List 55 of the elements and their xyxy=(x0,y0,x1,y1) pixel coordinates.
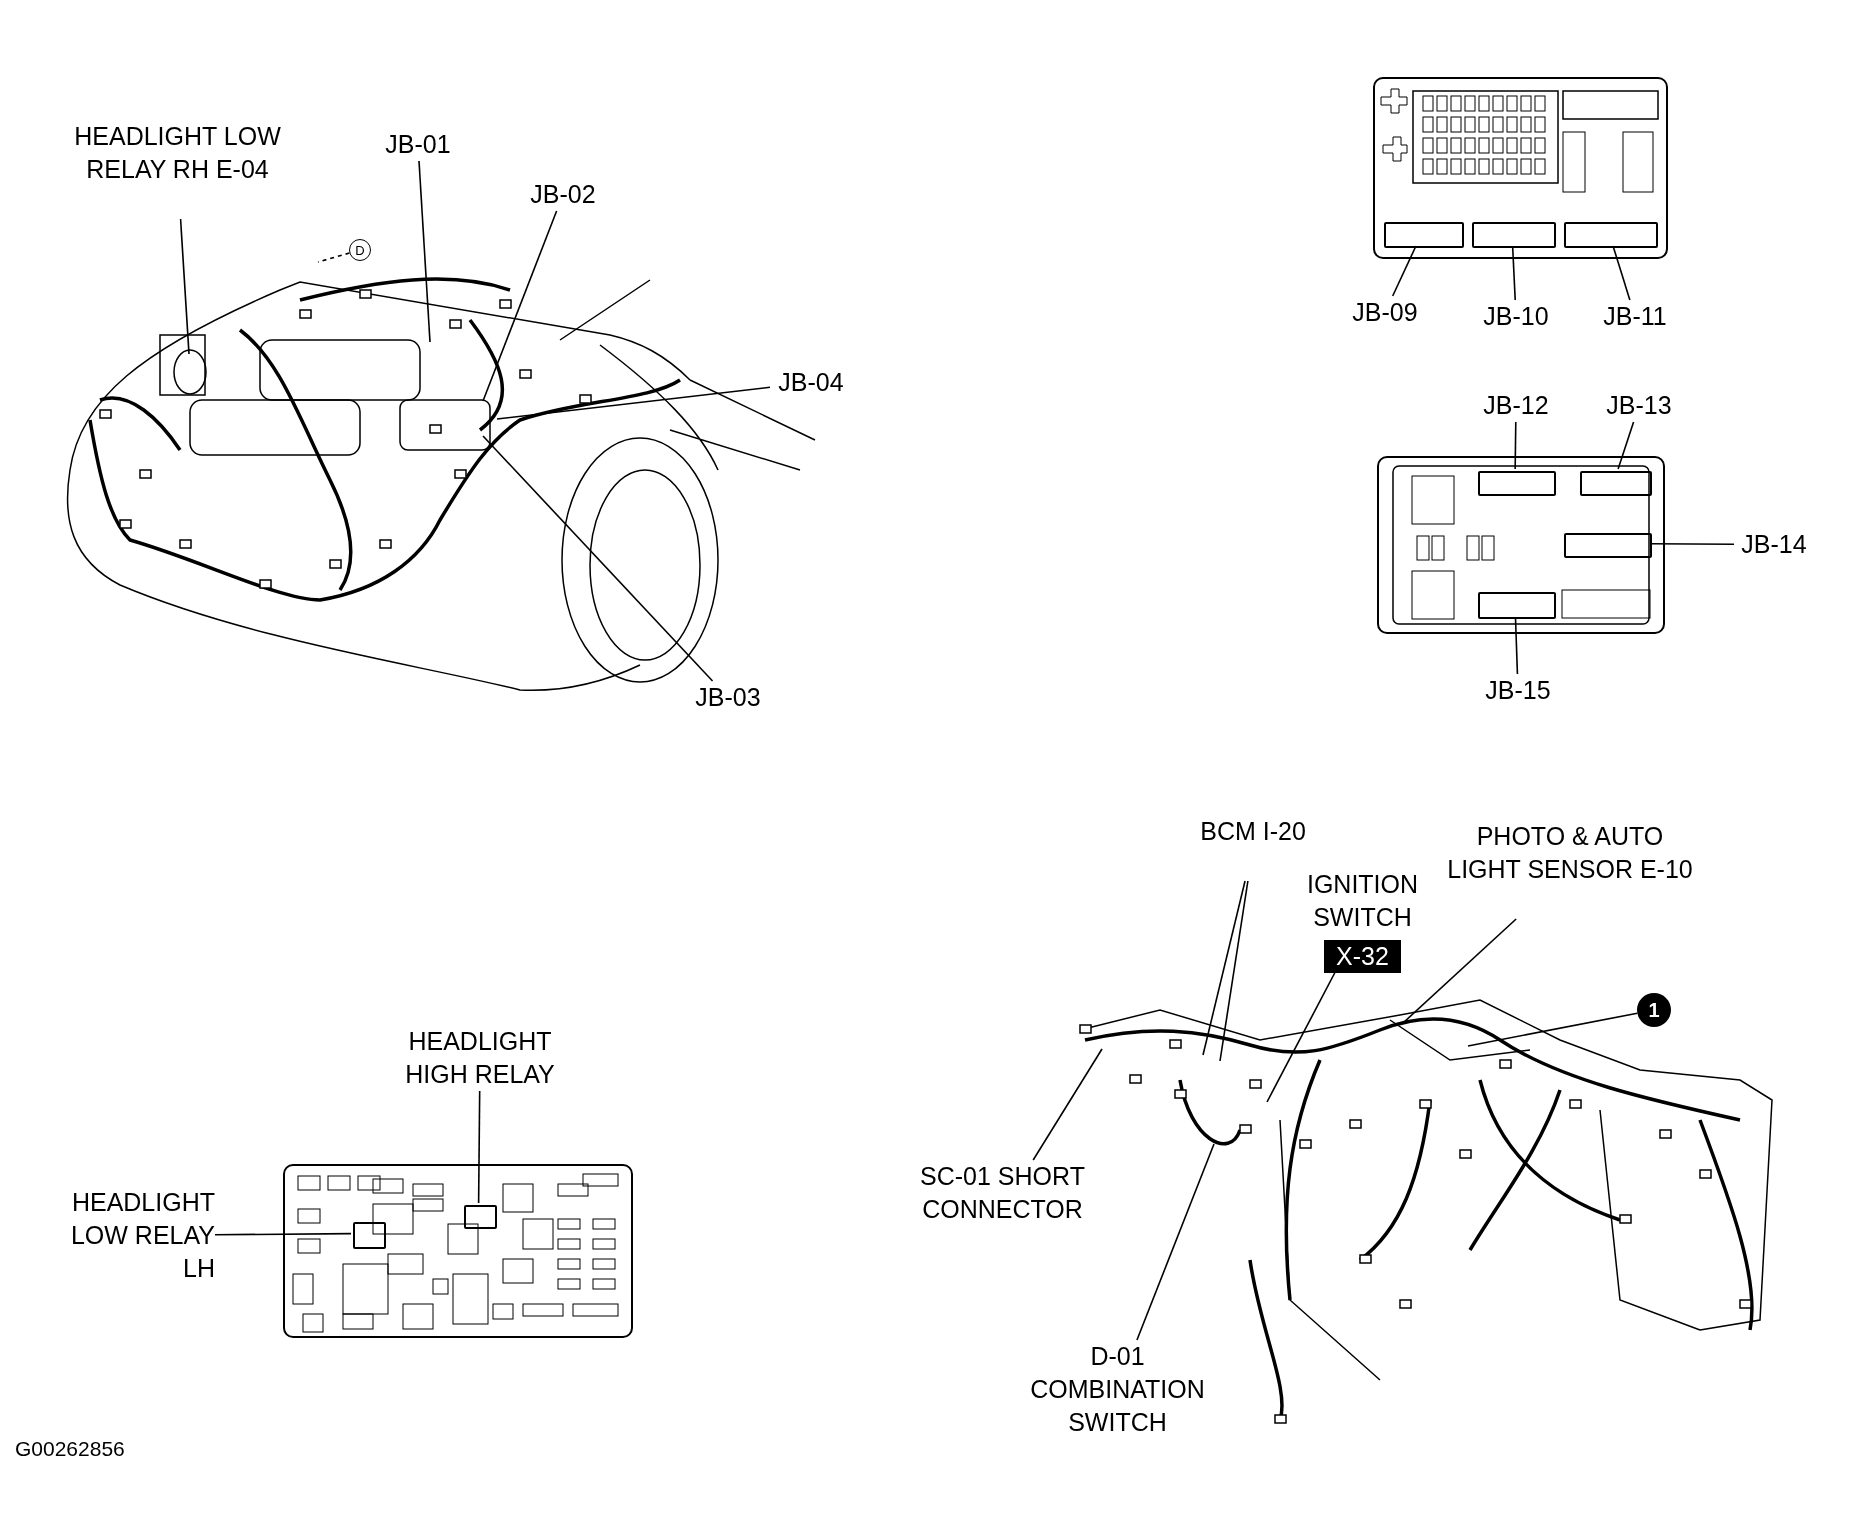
leader-line xyxy=(1649,542,1735,546)
relay xyxy=(353,1222,386,1249)
leader-line xyxy=(482,210,558,402)
connector-slot xyxy=(1478,471,1556,496)
leader-line xyxy=(1514,616,1519,675)
connector-slot xyxy=(1580,471,1652,496)
part-label: JB-14 xyxy=(1734,528,1814,561)
leader-line xyxy=(1266,971,1336,1103)
leader-line xyxy=(1617,421,1635,470)
connector-slot xyxy=(1564,533,1652,558)
leader-line xyxy=(179,218,190,355)
part-label: JB-02 xyxy=(523,178,603,211)
fuse-box xyxy=(1373,77,1668,259)
figure-code: G00262856 xyxy=(15,1436,125,1462)
leader-line xyxy=(1136,1143,1215,1341)
connector-slot xyxy=(1472,222,1556,248)
leader-line xyxy=(1612,245,1631,301)
junction-block xyxy=(1377,456,1665,634)
leader-line xyxy=(418,160,431,343)
part-label: JB-12 xyxy=(1476,389,1556,422)
callout-letter: D xyxy=(349,239,371,261)
leader-line xyxy=(317,252,351,263)
leader-line xyxy=(482,435,714,682)
part-label: JB-04 xyxy=(770,366,852,399)
relay xyxy=(464,1205,497,1229)
leader-line xyxy=(1402,918,1517,1024)
leader-line xyxy=(1514,421,1517,470)
leader-line xyxy=(1219,880,1249,1062)
connector-slot xyxy=(1564,222,1658,248)
part-label: JB-15 xyxy=(1478,674,1558,707)
part-label: JB-13 xyxy=(1599,389,1679,422)
part-label: JB-10 xyxy=(1476,300,1556,333)
part-label: JB-09 xyxy=(1345,296,1425,329)
leader-line xyxy=(1391,245,1417,297)
part-label: HEADLIGHT LOW RELAY RH E-04 xyxy=(55,120,300,219)
connector-slot xyxy=(1384,222,1464,248)
connector-code-badge: X-32 xyxy=(1324,940,1401,973)
part-label: PHOTO & AUTO LIGHT SENSOR E-10 xyxy=(1440,820,1700,919)
part-label: D-01 COMBINATION SWITCH xyxy=(1005,1340,1230,1439)
leader-line xyxy=(214,1232,352,1236)
part-label: JB-01 xyxy=(378,128,458,161)
part-label: HEADLIGHT HIGH RELAY xyxy=(380,1025,580,1091)
leader-line xyxy=(1467,1012,1639,1047)
callout-number: 1 xyxy=(1637,993,1671,1027)
part-label: SC-01 SHORT CONNECTOR xyxy=(900,1160,1105,1259)
leader-line xyxy=(1202,880,1246,1056)
part-label: JB-11 xyxy=(1595,300,1675,333)
part-label: HEADLIGHT LOW RELAY LH xyxy=(35,1186,215,1285)
part-label: IGNITION SWITCH xyxy=(1305,869,1420,933)
leader-line xyxy=(496,386,771,420)
connector-slot xyxy=(1478,592,1556,619)
part-label: JB-03 xyxy=(688,681,768,714)
leader-line xyxy=(1032,1048,1103,1161)
leader-line xyxy=(477,1090,481,1204)
leader-line xyxy=(1511,245,1516,301)
